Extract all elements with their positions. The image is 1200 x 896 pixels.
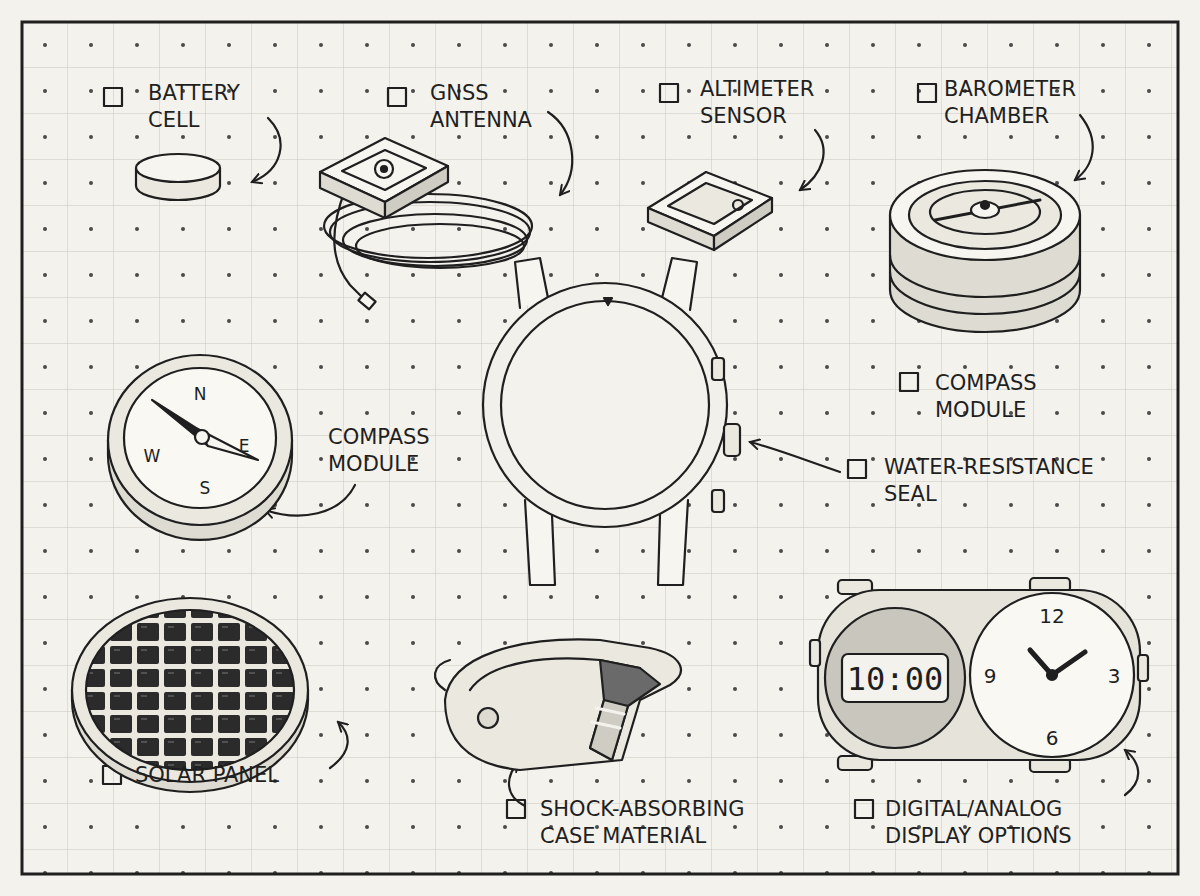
dial-number: 6 xyxy=(1046,728,1059,748)
part-label: COMPASS MODULE xyxy=(328,424,478,478)
part-label: SHOCK-ABSORBING CASE MATERIAL xyxy=(540,796,785,850)
compass-letter: E xyxy=(239,438,250,455)
part-label: BATTERY CELL xyxy=(148,80,288,134)
part-label: GNSS ANTENNA xyxy=(430,80,570,134)
dial-number: 3 xyxy=(1108,666,1121,686)
part-label: DIGITAL/ANALOG DISPLAY OPTIONS xyxy=(885,796,1125,850)
part-label: SOLAR PANEL xyxy=(135,762,355,789)
compass-letter: W xyxy=(144,448,161,465)
dial-number: 12 xyxy=(1039,606,1064,626)
part-label: COMPASS MODULE xyxy=(935,370,1085,424)
lcd-digits: 10:00 xyxy=(847,663,943,695)
part-label: ALTIMETER SENSOR xyxy=(700,76,860,130)
compass-letter: N xyxy=(194,386,207,403)
compass-letter: S xyxy=(200,480,211,497)
part-label: WATER-RESISTANCE SEAL xyxy=(884,454,1149,508)
part-label: BAROMETER CHAMBER xyxy=(944,76,1119,130)
dial-number: 9 xyxy=(984,666,997,686)
